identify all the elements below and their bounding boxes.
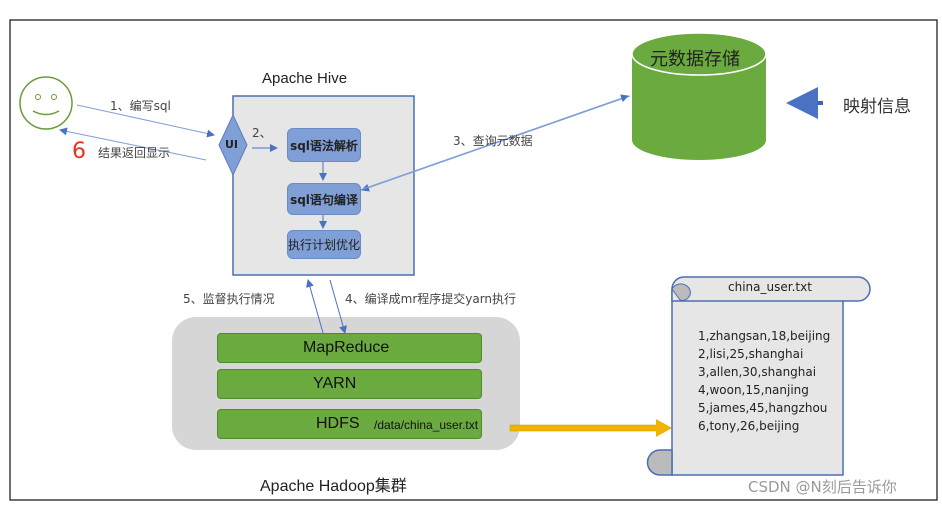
watermark: CSDN @N刻后告诉你 [748,478,897,496]
hdfs-path: /data/china_user.txt [374,418,479,432]
file-name: china_user.txt [728,280,812,294]
mapping-label: 映射信息 [843,97,911,117]
step4-label: 4、编译成mr程序提交yarn执行 [345,292,517,306]
file-line: 5,james,45,hangzhou [698,401,828,415]
arrow-step3-back [359,94,629,191]
file-line: 3,allen,30,shanghai [698,365,817,379]
step6-number: 6 [72,139,86,164]
yellow-arrow [509,419,672,437]
arrow-step1 [76,104,215,138]
mapreduce-layer: MapReduce [217,333,482,363]
step5-label: 5、监督执行情况 [183,292,275,306]
yarn-label: YARN [313,375,357,392]
file-line: 1,zhangsan,18,beijing [698,329,831,343]
ui-diamond [218,113,248,177]
file-content: 1,zhangsan,18,beijing 2,lisi,25,shanghai… [698,327,830,435]
user-smiley-icon [19,76,73,130]
mapreduce-label: MapReduce [303,339,390,356]
arrow-step6 [59,127,207,161]
arrow-step4 [329,279,347,334]
file-line: 4,woon,15,nanjing [698,383,809,397]
sql-parse-box: sql语法解析 [287,128,361,162]
sql-compile-box: sql语句编译 [287,183,361,215]
yarn-layer: YARN [217,369,482,399]
hdfs-label: HDFS [316,415,360,432]
metastore-cylinder [631,32,767,160]
arrow-step5 [306,279,324,334]
arrow-step3 [361,95,631,192]
step3-label: 3、查询元数据 [453,134,533,148]
ui-label: UI [225,138,239,151]
step1-label: 1、编写sql [110,99,171,113]
hdfs-layer: HDFS/data/china_user.txt [217,409,482,439]
hive-title: Apache Hive [262,70,348,87]
plan-optimize-box: 执行计划优化 [287,230,361,259]
step2-label: 2、 [252,126,272,140]
step6-label: 结果返回显示 [98,146,171,160]
file-line: 2,lisi,25,shanghai [698,347,804,361]
file-scroll [646,276,871,476]
file-line: 6,tony,26,beijing [698,419,800,433]
metastore-label: 元数据存储 [650,49,740,70]
hadoop-title: Apache Hadoop集群 [260,478,407,495]
frame [9,19,938,501]
